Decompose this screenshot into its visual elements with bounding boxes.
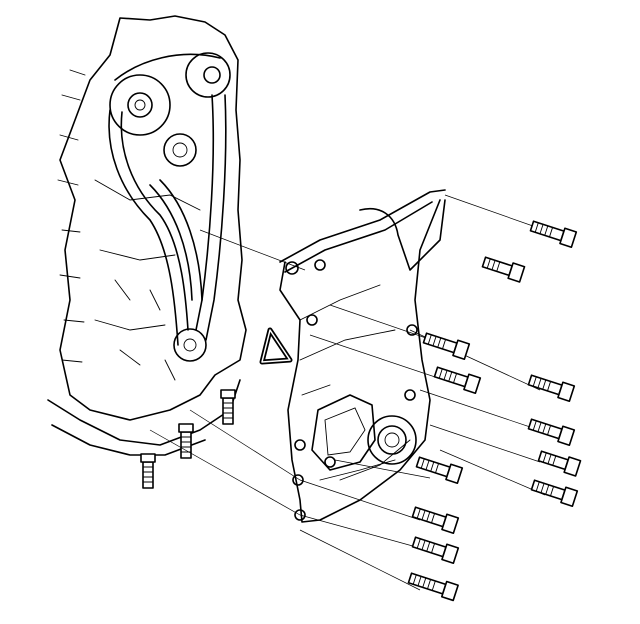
- engine-bottom-bolts: [140, 389, 236, 489]
- cover-bolts: [407, 220, 582, 602]
- leader-lines: [149, 194, 551, 591]
- bolt: [411, 506, 460, 535]
- bolt: [422, 332, 471, 361]
- timing-chain-cover: [279, 189, 446, 523]
- bolt: [529, 220, 578, 249]
- bolt: [527, 374, 576, 403]
- bolt: [481, 256, 526, 283]
- crankshaft-sprocket: [173, 328, 207, 362]
- bolt: [411, 536, 460, 565]
- tensioner-pulley: [163, 133, 197, 167]
- bolt: [407, 572, 459, 602]
- o-ring-seal: [259, 327, 293, 365]
- bolt: [530, 479, 579, 508]
- bolt: [527, 418, 576, 447]
- bolt: [433, 366, 482, 395]
- timing-chain: [108, 53, 227, 346]
- bolt: [537, 450, 582, 477]
- bolt: [415, 456, 464, 485]
- chain-guide: [149, 179, 203, 301]
- idler-sprocket: [185, 52, 231, 98]
- camshaft-sprocket: [109, 74, 171, 136]
- engine-block: [47, 15, 247, 456]
